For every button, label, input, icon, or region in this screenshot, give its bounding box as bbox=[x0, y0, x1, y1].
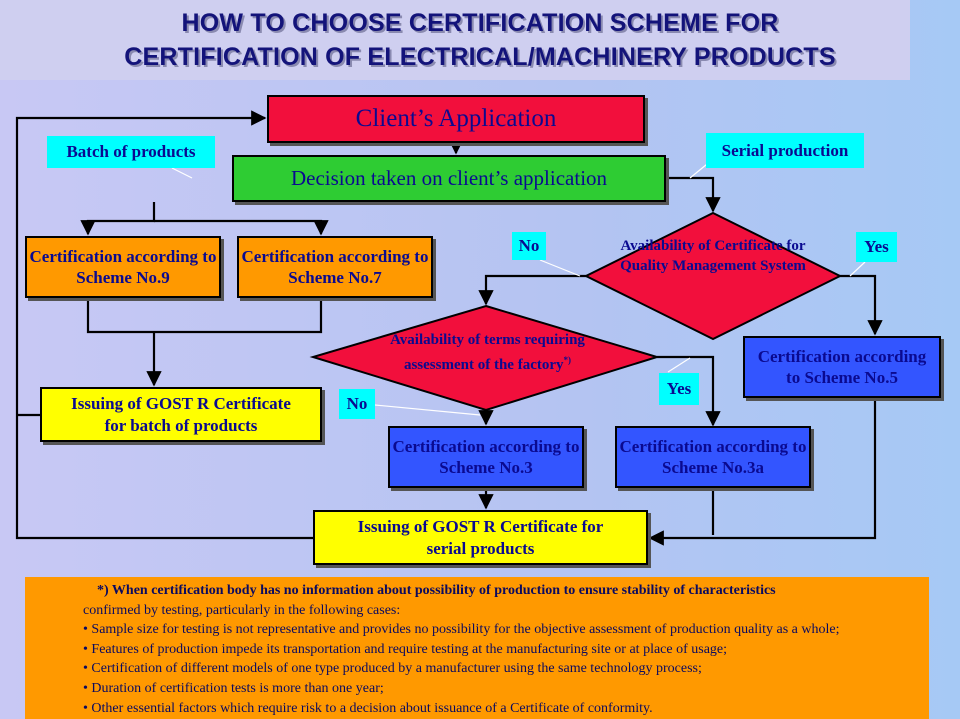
factory-question-text: Availability of terms requiring assessme… bbox=[390, 332, 585, 373]
yes-factory-text: Yes bbox=[666, 379, 692, 398]
gost-batch-box: Issuing of GOST R Certificate for batch … bbox=[40, 387, 322, 442]
gost-serial-box: Issuing of GOST R Certificate for serial… bbox=[313, 510, 648, 565]
pointer-no-factory bbox=[374, 404, 481, 416]
yes-quality-label: Yes bbox=[856, 232, 897, 262]
scheme5-label: Certification according to Scheme No.5 bbox=[757, 347, 927, 387]
yes-quality-text: Yes bbox=[864, 237, 889, 256]
page-title: HOW TO CHOOSE CERTIFICATION SCHEME FOR C… bbox=[0, 6, 960, 74]
arrow-decision-to-scheme7 bbox=[154, 219, 329, 236]
pointer-yes-factory bbox=[667, 357, 691, 373]
arrow-scheme5-to-serial bbox=[648, 398, 877, 546]
footnote-bullet: • Sample size for testing is not represe… bbox=[83, 622, 840, 638]
batch-label: Batch of products bbox=[47, 136, 215, 168]
footnote-heading: *) When certification body has no inform… bbox=[97, 583, 776, 598]
scheme3-box: Certification according to Scheme No.3 bbox=[388, 426, 584, 488]
pointer-yes-quality bbox=[849, 261, 866, 277]
scheme9-box: Certification according to Scheme No.9 bbox=[25, 236, 221, 298]
client-application-label: Client’s Application bbox=[355, 105, 557, 132]
title-line-1: HOW TO CHOOSE CERTIFICATION SCHEME FOR bbox=[181, 9, 779, 37]
serial-label-text: Serial production bbox=[721, 140, 849, 160]
arrow-quality-no bbox=[478, 274, 590, 306]
line-scheme-join bbox=[86, 298, 323, 334]
serial-label: Serial production bbox=[706, 133, 864, 168]
footnote-continuation: confirmed by testing, particularly in th… bbox=[83, 602, 401, 618]
batch-label-text: Batch of products bbox=[66, 142, 196, 161]
quality-system-diamond bbox=[583, 211, 843, 341]
decision-label: Decision taken on client’s application bbox=[290, 166, 608, 190]
client-application-box: Client’s Application bbox=[267, 95, 645, 143]
scheme3a-box: Certification according to Scheme No.3a bbox=[615, 426, 811, 488]
arrow-factory-yes bbox=[657, 355, 721, 427]
factory-question-footnote-mark: *) bbox=[563, 355, 572, 365]
arrow-loop-to-client bbox=[15, 110, 313, 540]
arrow-quality-yes bbox=[838, 274, 883, 336]
scheme3-label: Certification according to Scheme No.3 bbox=[392, 437, 580, 477]
yes-factory-label: Yes bbox=[659, 373, 699, 405]
title-band bbox=[0, 0, 910, 80]
footnote-panel: *) When certification body has no inform… bbox=[25, 577, 929, 719]
quality-system-question: Availability of Certificate for Quality … bbox=[618, 236, 808, 276]
no-factory-label: No bbox=[339, 389, 375, 419]
scheme5-box: Certification according to Scheme No.5 bbox=[743, 336, 941, 398]
footnote-bullet: • Certification of different models of o… bbox=[83, 661, 702, 677]
footnote-bullet: • Features of production impede its tran… bbox=[83, 641, 728, 657]
factory-assessment-diamond bbox=[309, 304, 661, 412]
scheme7-box: Certification according to Scheme No.7 bbox=[237, 236, 433, 298]
footnote-bullet: • Duration of certification tests is mor… bbox=[83, 680, 384, 696]
gost-serial-label: Issuing of GOST R Certificate for serial… bbox=[357, 516, 604, 558]
no-factory-text: No bbox=[346, 394, 368, 413]
pointer-batch bbox=[171, 167, 193, 179]
scheme3a-label: Certification according to Scheme No.3a bbox=[619, 437, 807, 477]
gost-batch-label: Issuing of GOST R Certificate for batch … bbox=[71, 393, 291, 435]
title-line-2: CERTIFICATION OF ELECTRICAL/MACHINERY PR… bbox=[124, 43, 836, 71]
pointer-no-quality bbox=[539, 259, 581, 277]
decision-box: Decision taken on client’s application bbox=[232, 155, 666, 202]
arrow-decision-to-quality bbox=[666, 176, 721, 213]
arrow-decision-to-scheme9 bbox=[80, 202, 156, 236]
scheme7-label: Certification according to Scheme No.7 bbox=[241, 247, 429, 287]
scheme9-label: Certification according to Scheme No.9 bbox=[29, 247, 217, 287]
no-quality-label: No bbox=[512, 232, 546, 260]
no-quality-text: No bbox=[518, 236, 540, 255]
footnote-bullet: • Other essential factors which require … bbox=[83, 700, 653, 716]
quality-system-question-text: Availability of Certificate for Quality … bbox=[620, 238, 806, 274]
factory-question: Availability of terms requiring assessme… bbox=[390, 330, 585, 375]
